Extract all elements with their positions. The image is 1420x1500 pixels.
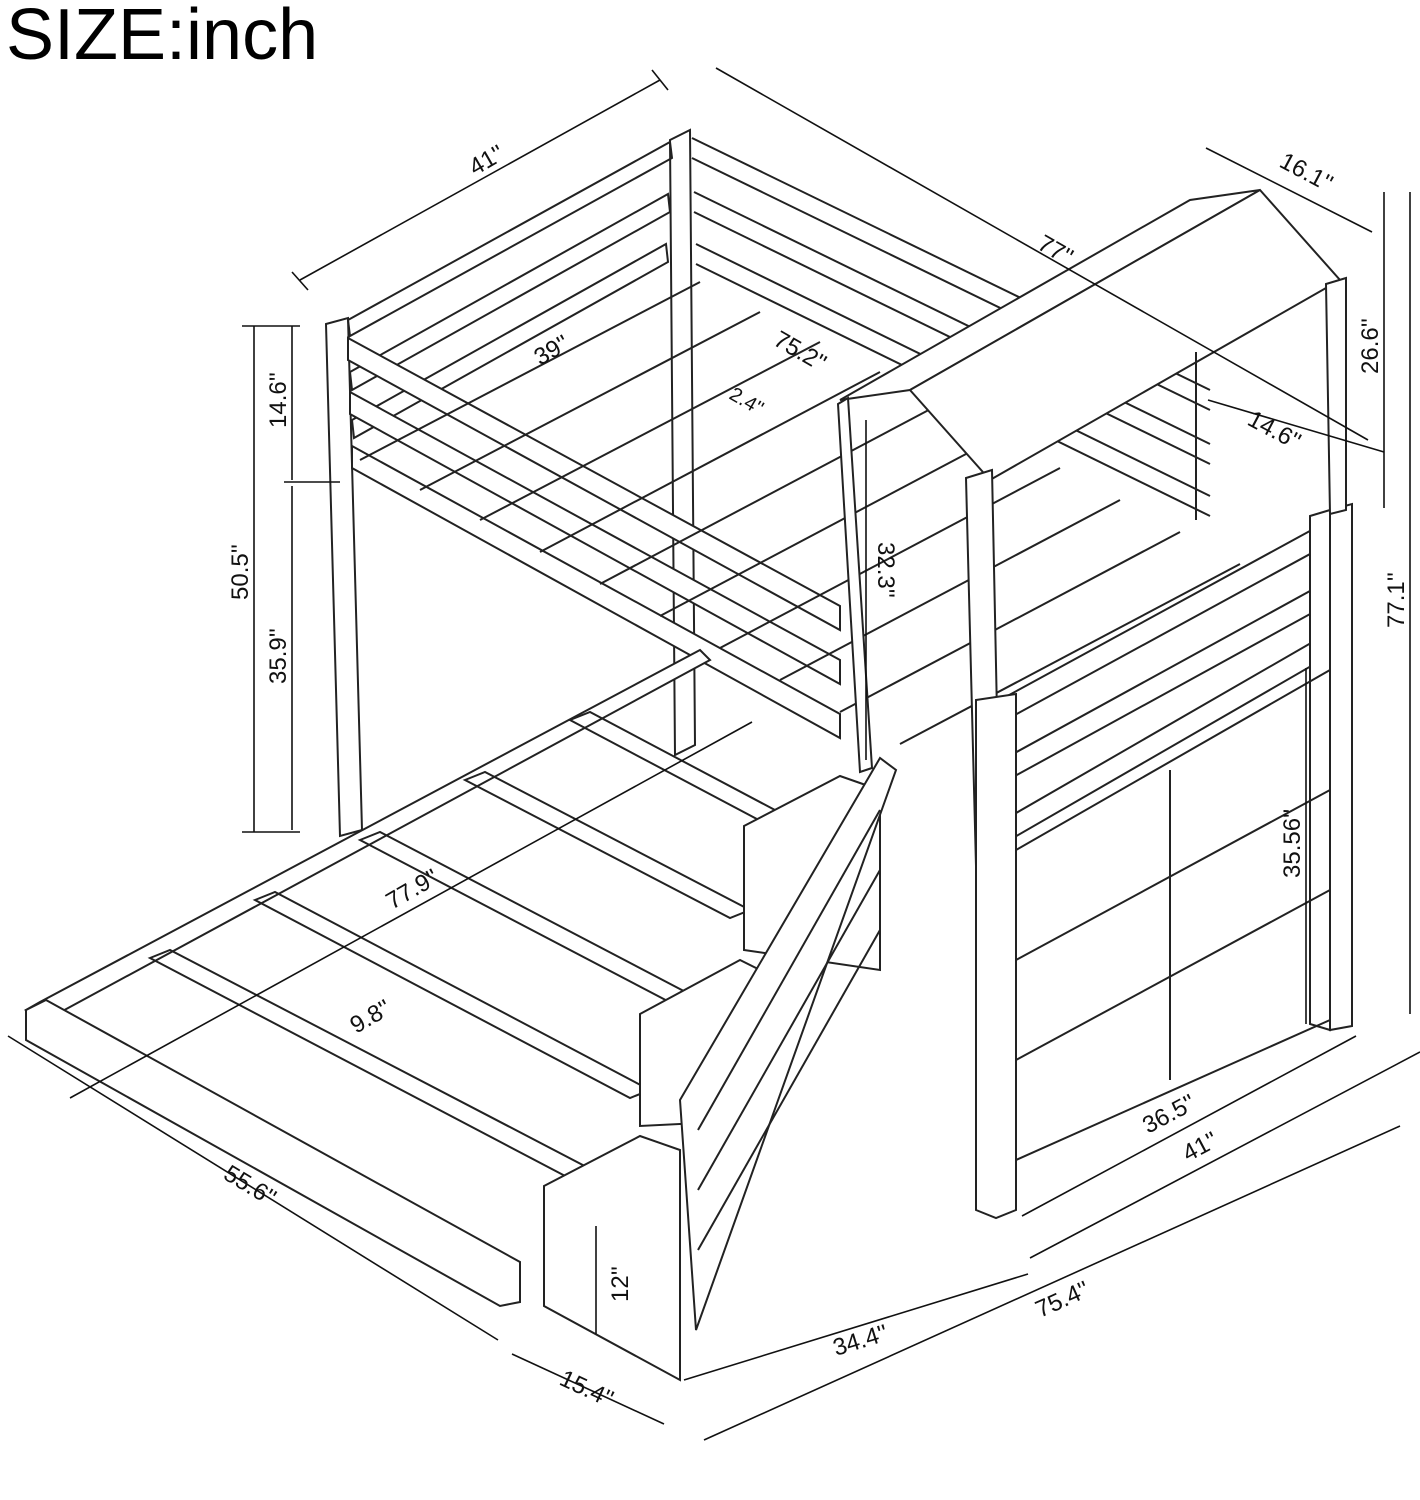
right-end-rails bbox=[998, 518, 1334, 844]
upper-slats bbox=[359, 281, 1241, 745]
front-guard-rails bbox=[347, 336, 841, 740]
handrail-slats bbox=[697, 809, 881, 1251]
stairs bbox=[543, 692, 1017, 1382]
label-lower-mattress-length: 77.9'' bbox=[382, 864, 444, 915]
label-step-depth: 15.4'' bbox=[555, 1365, 617, 1413]
label-bottom-width: 41'' bbox=[1178, 1127, 1222, 1168]
label-ladder-height: 32.3'' bbox=[872, 542, 899, 598]
shelf-unit bbox=[1015, 668, 1331, 1162]
label-roof-height: 26.6'' bbox=[1357, 318, 1384, 374]
roof-left-post bbox=[836, 396, 874, 774]
right-front-post bbox=[1329, 502, 1353, 1032]
label-slat-gap: 9.8'' bbox=[346, 995, 396, 1040]
left-end-rails bbox=[346, 140, 674, 440]
right-post-face bbox=[1309, 508, 1331, 1032]
label-top-width: 41'' bbox=[465, 140, 510, 181]
label-step-height: 12'' bbox=[607, 1266, 634, 1302]
label-overall-length-bottom: 75.4'' bbox=[1031, 1276, 1093, 1323]
label-shelf-width: 36.5'' bbox=[1138, 1089, 1200, 1139]
label-lower-clearance: 35.9'' bbox=[265, 628, 292, 684]
label-roof-inset: 14.6'' bbox=[1243, 405, 1305, 455]
label-roof-width: 16.1'' bbox=[1275, 147, 1337, 197]
roof-frame bbox=[836, 188, 1347, 868]
dimension-lines bbox=[7, 67, 1420, 1441]
lower-front-rail bbox=[25, 998, 521, 1308]
label-total-left-height: 50.5'' bbox=[227, 544, 254, 600]
roof-right-post bbox=[1324, 276, 1347, 516]
label-stairs-length: 34.4'' bbox=[830, 1320, 891, 1362]
label-overall-length-top: 77'' bbox=[1033, 230, 1078, 271]
label-upper-rail-height: 14.6'' bbox=[265, 372, 292, 428]
bottom-step bbox=[543, 1134, 681, 1382]
size-unit-title: SIZE:inch bbox=[6, 0, 319, 75]
label-shelf-height: 35.56'' bbox=[1279, 809, 1306, 878]
label-upper-mattress-length: 75.2'' bbox=[769, 326, 831, 377]
label-total-height: 77.1'' bbox=[1383, 572, 1410, 628]
shelf-frame bbox=[1015, 668, 1331, 1162]
shelf-left-post bbox=[975, 692, 1017, 1220]
